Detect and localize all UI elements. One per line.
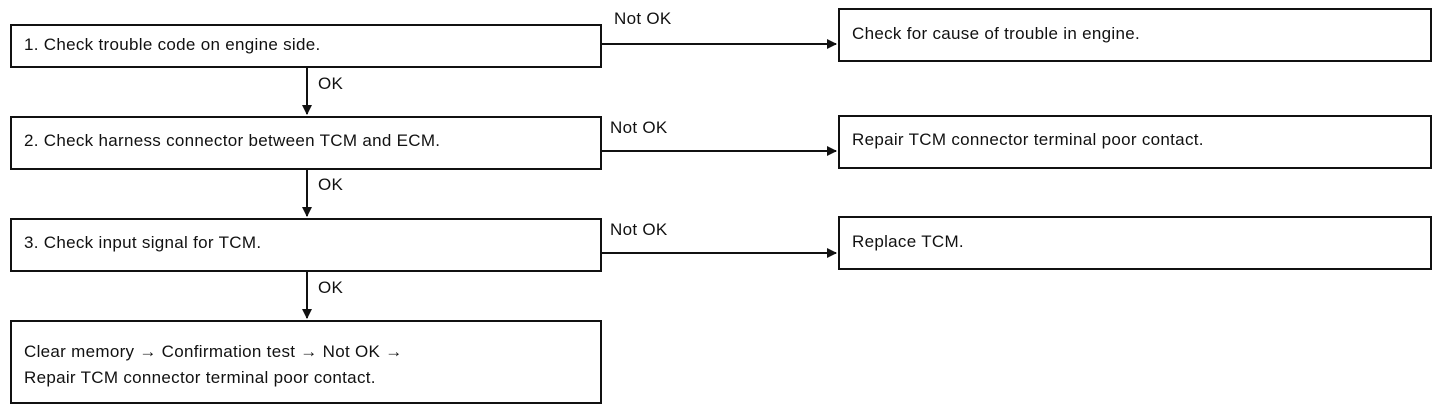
result-1-text: Check for cause of trouble in engine. <box>852 24 1140 43</box>
result-3-text: Replace TCM. <box>852 232 964 251</box>
ok-label-3: OK <box>318 278 344 297</box>
not-ok-label-1: Not OK <box>614 9 672 28</box>
step-2-box: 2. Check harness connector between TCM a… <box>10 116 602 170</box>
result-3-box: Replace TCM. <box>838 216 1432 270</box>
step-1-text: 1. Check trouble code on engine side. <box>24 35 321 54</box>
ok-label-1: OK <box>318 74 344 93</box>
ok-label-2: OK <box>318 175 344 194</box>
final-line-1: Clear memory → Confirmation test → Not O… <box>24 342 403 361</box>
step-2-text: 2. Check harness connector between TCM a… <box>24 131 441 150</box>
result-2-text: Repair TCM connector terminal poor conta… <box>852 130 1204 149</box>
step-1-box: 1. Check trouble code on engine side. <box>10 24 602 68</box>
not-ok-label-3: Not OK <box>610 220 668 239</box>
final-line-2: Repair TCM connector terminal poor conta… <box>24 368 376 387</box>
step-3-box: 3. Check input signal for TCM. <box>10 218 602 272</box>
result-2-box: Repair TCM connector terminal poor conta… <box>838 115 1432 169</box>
result-1-box: Check for cause of trouble in engine. <box>838 8 1432 62</box>
step-3-text: 3. Check input signal for TCM. <box>24 233 262 252</box>
not-ok-label-2: Not OK <box>610 118 668 137</box>
final-box: Clear memory → Confirmation test → Not O… <box>10 320 602 404</box>
